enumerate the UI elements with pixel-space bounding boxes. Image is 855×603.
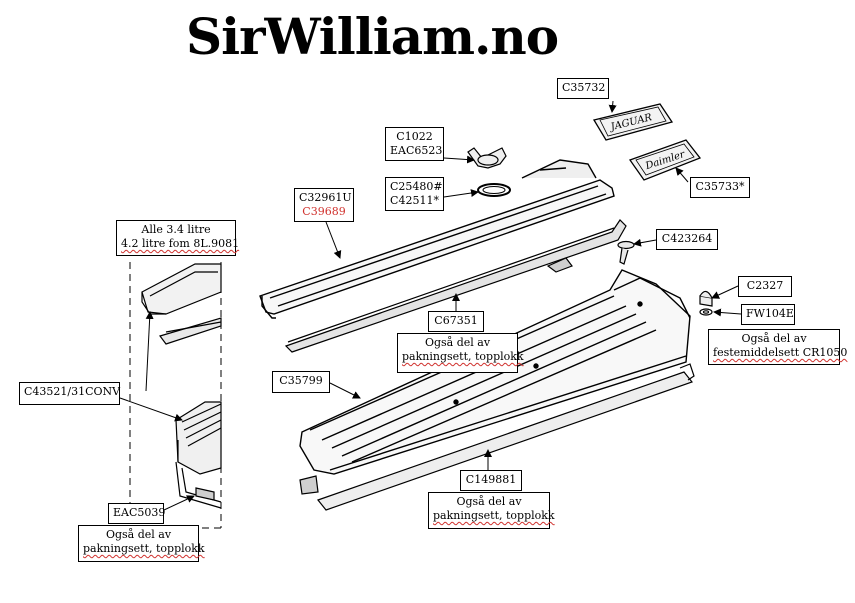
label-c35733: C35733*	[690, 177, 750, 198]
screw	[617, 240, 635, 265]
label-c1022: C1022 EAC6523	[385, 127, 444, 161]
label-alle-litre: Alle 3.4 litre 4.2 litre fom 8L.9081	[116, 220, 239, 256]
jaguar-emblem: JAGUAR	[592, 103, 674, 141]
washer	[699, 308, 713, 316]
callout-leaders	[119, 100, 742, 511]
label-c43521: C43521/31CONV	[19, 382, 120, 405]
label-fw104e: FW104E	[741, 304, 795, 325]
seal-ring	[477, 183, 511, 197]
label-ogsa-pakningsett-2: Også del av pakningsett, topplokk	[428, 492, 555, 529]
detail-lower-gasket	[175, 461, 222, 509]
lower-gasket	[299, 363, 695, 511]
label-ogsa-pakningsett-3: Også del av pakningsett, topplokk	[78, 525, 205, 562]
label-c35732: C35732	[557, 78, 609, 99]
label-c149881: C149881	[460, 470, 522, 491]
label-c25480: C25480# C42511*	[385, 177, 444, 211]
label-c35799: C35799	[272, 371, 330, 393]
upper-cam-cover	[259, 159, 615, 319]
gasket-strip	[284, 219, 627, 353]
label-ogsa-festemiddelsett: Også del av festemiddelsett CR1050	[708, 329, 847, 365]
detail-gasket-strip	[159, 317, 222, 345]
daimler-emblem: Daimler	[628, 139, 702, 181]
label-c423264: C423264	[656, 229, 718, 250]
detail-cam-cover	[175, 401, 222, 475]
label-c2327: C2327	[738, 276, 792, 297]
site-logo: SirWilliam.no	[186, 7, 559, 66]
label-eac5039: EAC5039	[108, 503, 165, 524]
label-c67351: C67351	[428, 311, 484, 332]
label-ogsa-pakningsett-1: Også del av pakningsett, topplokk	[397, 333, 524, 373]
acorn-nut	[699, 290, 713, 307]
detail-cover-end-part	[141, 263, 222, 315]
label-c32961u: C32961U C39689	[294, 188, 354, 222]
oil-filler-cap	[467, 147, 507, 169]
label-c39689-red: C39689	[302, 205, 346, 218]
